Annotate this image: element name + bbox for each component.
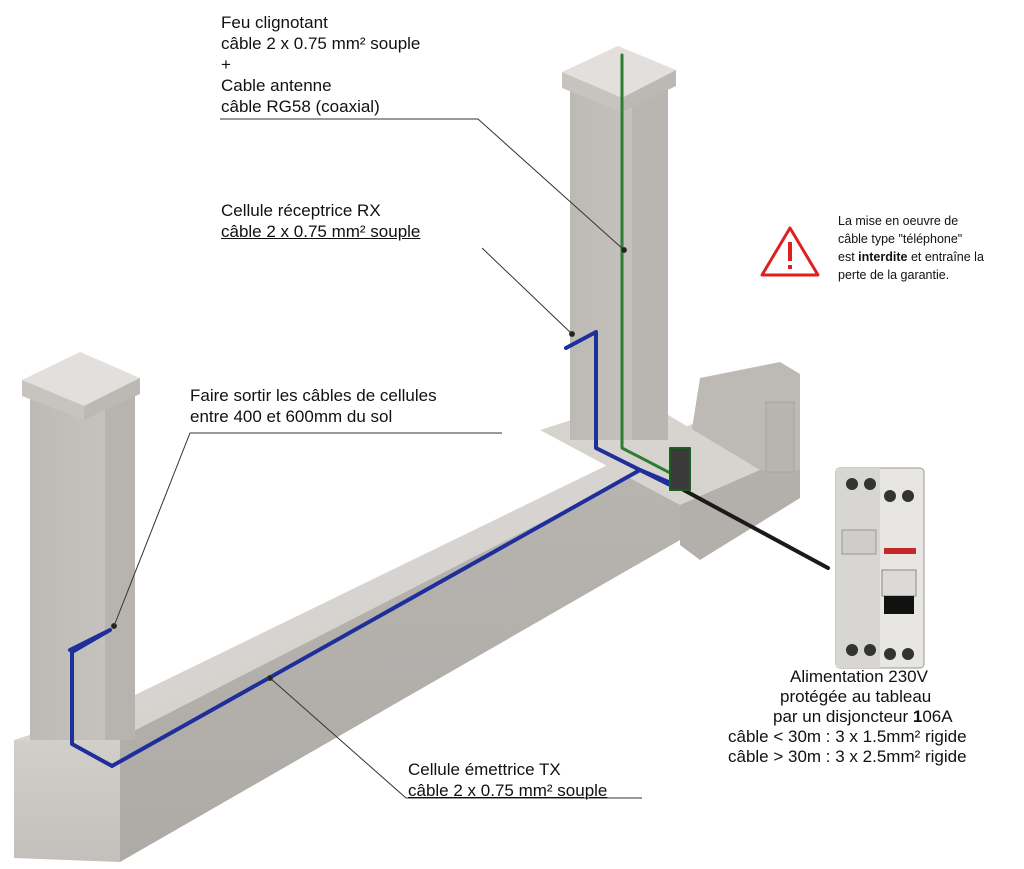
warning-line-3-post: et entraîne la xyxy=(907,250,984,264)
beam-recess xyxy=(765,401,795,473)
flasher-antenna-label: Feu clignotant câble 2 x 0.75 mm² souple… xyxy=(221,12,420,117)
power-breaker-bold: 1 xyxy=(912,707,923,726)
beam-front xyxy=(14,738,120,862)
beam-cross-side xyxy=(680,470,800,560)
tx-title: Cellule émettrice TX xyxy=(408,760,561,779)
right-post xyxy=(562,46,676,440)
rx-leader xyxy=(481,247,573,335)
power-line-2: protégée au tableau xyxy=(780,687,932,706)
beam-side xyxy=(120,390,800,862)
power-line-4: câble < 30m : 3 x 1.5mm² rigide xyxy=(728,727,967,746)
flasher-cable: câble 2 x 0.75 mm² souple xyxy=(221,34,421,53)
exit-line-2: entre 400 et 600mm du sol xyxy=(190,407,393,426)
power-line-3-pre: par un disjoncteur xyxy=(773,707,913,726)
cable-exit-label: Faire sortir les câbles de cellules entr… xyxy=(190,385,437,427)
circuit-breaker-icon xyxy=(835,467,925,669)
left-post-cap-side xyxy=(22,380,84,420)
plus-sign: + xyxy=(221,55,231,74)
flasher-title: Feu clignotant xyxy=(221,13,328,32)
leader-lines xyxy=(111,118,642,799)
warning-line-3: est interdite et entraîne la xyxy=(838,248,984,266)
left-post-cap-front xyxy=(84,378,140,420)
warning-triangle-icon xyxy=(760,226,820,277)
rx-leader-dot xyxy=(569,331,575,337)
tx-cell-label: Cellule émettrice TX câble 2 x 0.75 mm² … xyxy=(408,759,607,801)
right-post-cap-top xyxy=(562,46,676,98)
right-post-side xyxy=(632,82,668,440)
warning-note: La mise en oeuvre de câble type "télépho… xyxy=(838,212,984,284)
antenna-cable: câble RG58 (coaxial) xyxy=(221,97,380,116)
rx-cable: câble 2 x 0.75 mm² souple xyxy=(221,222,421,241)
right-post-cap-front xyxy=(622,70,676,112)
power-line-3: par un disjoncteur 106A xyxy=(720,707,1020,727)
junction-box xyxy=(669,447,691,491)
left-post-side xyxy=(105,380,135,740)
power-line-3-post: 06A xyxy=(922,707,953,726)
power-supply-label: Alimentation 230V protégée au tableau pa… xyxy=(720,667,1020,767)
flasher-leader xyxy=(220,118,625,251)
tx-leader xyxy=(269,677,642,799)
warning-line-4: perte de la garantie. xyxy=(838,268,950,282)
exit-line-1: Faire sortir les câbles de cellules xyxy=(190,386,437,405)
warning-line-1: La mise en oeuvre de xyxy=(838,214,959,228)
antenna-title: Cable antenne xyxy=(221,76,332,95)
tx-cable: câble 2 x 0.75 mm² souple xyxy=(408,781,608,800)
warning-line-3-pre: est xyxy=(838,250,859,264)
warning-line-2: câble type "téléphone" xyxy=(838,232,963,246)
tx-cable-blue xyxy=(68,468,680,768)
power-line-5: câble > 30m : 3 x 2.5mm² rigide xyxy=(728,747,967,766)
cables xyxy=(68,53,830,768)
right-post-cap-side xyxy=(562,72,622,112)
flasher-leader-dot xyxy=(621,247,627,253)
rx-title: Cellule réceptrice RX xyxy=(221,201,381,220)
left-post xyxy=(22,352,140,740)
exit-leader-dot xyxy=(111,623,117,629)
beam-top xyxy=(14,378,800,740)
power-line-1: Alimentation 230V xyxy=(790,667,928,686)
rx-cell-label: Cellule réceptrice RX câble 2 x 0.75 mm²… xyxy=(221,200,420,242)
flasher-cable-green xyxy=(620,53,678,478)
power-cable-black xyxy=(678,486,830,570)
exit-leader xyxy=(113,432,502,627)
left-post-cap-top xyxy=(22,352,140,406)
warning-forbidden: interdite xyxy=(858,250,908,264)
tx-leader-dot xyxy=(267,675,273,681)
